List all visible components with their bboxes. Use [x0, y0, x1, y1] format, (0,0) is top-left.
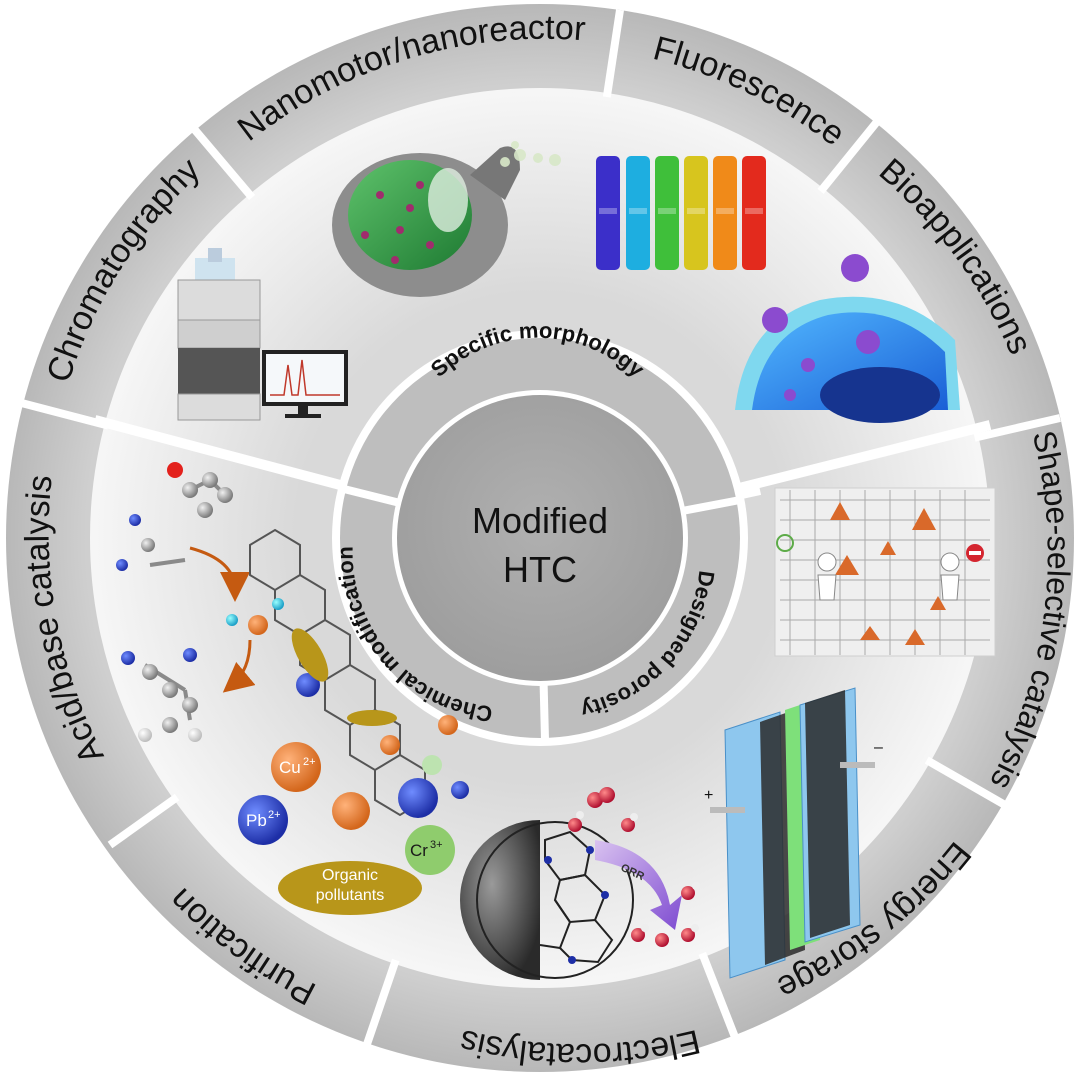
svg-text:+: + [704, 787, 713, 804]
organic-pollutants-icon: Organic pollutants [278, 861, 422, 915]
nanomotor-flask-icon [332, 141, 561, 297]
svg-text:pollutants: pollutants [316, 887, 385, 904]
blue-ion-icon [398, 778, 438, 818]
cr-ion-icon: Cr 3+ [405, 825, 455, 875]
pb-ion-icon: Pb 2+ [238, 795, 288, 845]
svg-text:Pb: Pb [246, 811, 267, 830]
cu-ion-icon: Cu 2+ [271, 742, 321, 792]
porous-carbon-sheet-icon [774, 487, 996, 657]
cell-virus-icon [735, 254, 960, 423]
svg-text:Cr: Cr [410, 841, 428, 860]
svg-text:2+: 2+ [268, 809, 281, 821]
center-label-line1: Modified [472, 500, 608, 541]
center-label-line2: HTC [503, 549, 577, 590]
svg-text:2+: 2+ [303, 756, 316, 768]
orange-ion-icon [332, 792, 370, 830]
fluorescence-vials-icon [596, 156, 766, 270]
svg-text:–: – [874, 739, 883, 756]
hplc-instrument-icon [177, 248, 348, 421]
svg-text:Cu: Cu [279, 758, 301, 777]
fullerene-cage-icon: ORR [460, 787, 700, 980]
battery-electrode-icon: + – [704, 687, 883, 979]
svg-text:3+: 3+ [430, 839, 443, 851]
svg-text:Organic: Organic [322, 867, 378, 884]
core-circle [397, 395, 683, 681]
molecule-reaction-icon [116, 462, 469, 817]
